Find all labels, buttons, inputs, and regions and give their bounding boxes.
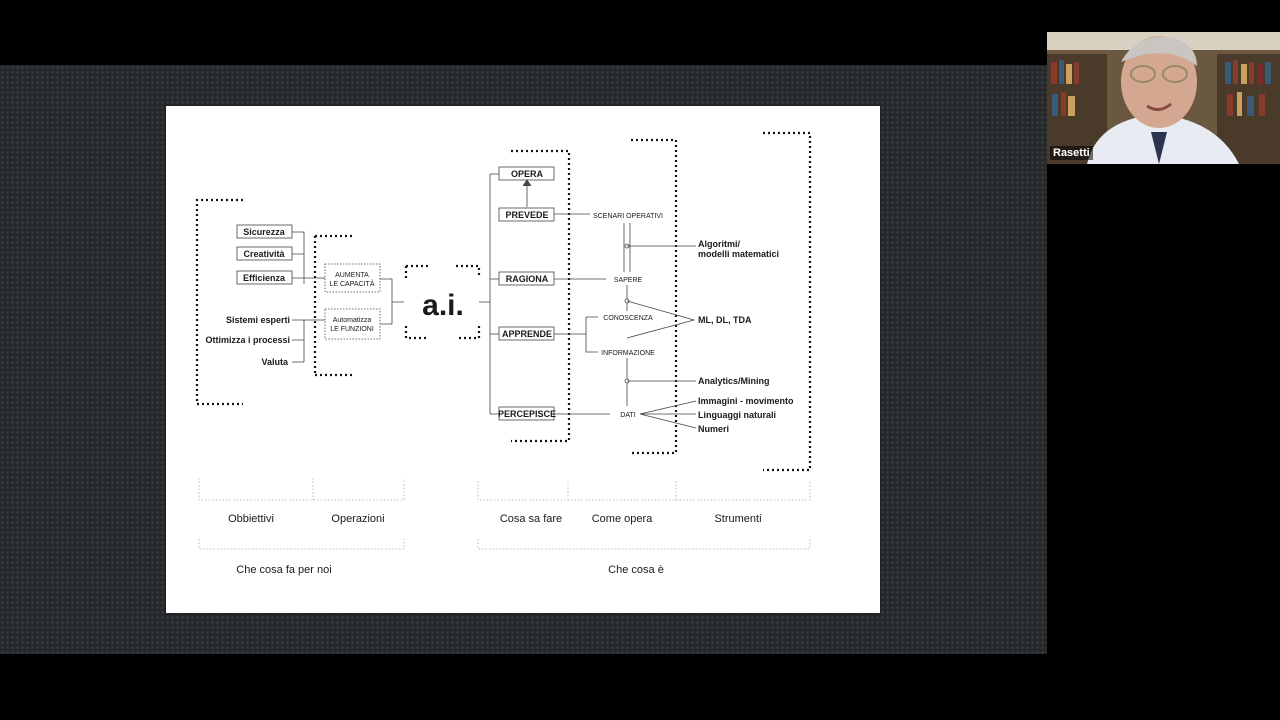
operation-label: Ottimizza i processi xyxy=(205,335,290,345)
capability-label: OPERA xyxy=(511,169,544,179)
process-label: DATI xyxy=(620,412,635,419)
tool-label: ML, DL, TDA xyxy=(698,315,752,325)
column-label: Operazioni xyxy=(331,513,384,525)
column-label: Come opera xyxy=(592,513,653,525)
operation-label: Sistemi esperti xyxy=(226,315,290,325)
capability-label: RAGIONA xyxy=(506,274,549,284)
automate-box-line1: Automatizza xyxy=(333,317,372,324)
augment-box-line2: LE CAPACITÀ xyxy=(330,279,375,288)
process-label: CONOSCENZA xyxy=(603,315,653,322)
tool-label: modelli matematici xyxy=(698,249,779,259)
capability-label: APPRENDE xyxy=(502,329,552,339)
ai-diagram: Sicurezza Creatività Efficienza Sistemi … xyxy=(195,131,812,576)
goal-label: Sicurezza xyxy=(243,227,286,237)
ai-logo: a.i. xyxy=(422,289,464,322)
presentation-slide: Sicurezza Creatività Efficienza Sistemi … xyxy=(166,106,880,613)
tool-label: Immagini - movimento xyxy=(698,396,794,406)
tool-label: Algoritmi/ xyxy=(698,239,740,249)
tool-label: Analytics/Mining xyxy=(698,376,770,386)
column-label: Obbiettivi xyxy=(228,513,274,525)
column-label: Strumenti xyxy=(714,513,761,525)
group-label: Che cosa è xyxy=(608,564,664,576)
participant-video-tile[interactable]: Rasetti xyxy=(1047,32,1280,164)
process-label: INFORMAZIONE xyxy=(601,350,655,357)
column-label: Cosa sa fare xyxy=(500,513,562,525)
process-label: SAPERE xyxy=(614,277,643,284)
capability-label: PERCEPISCE xyxy=(498,409,556,419)
goal-label: Creatività xyxy=(243,249,285,259)
automate-box-line2: LE FUNZIONI xyxy=(330,326,374,333)
operation-label: Valuta xyxy=(261,357,289,367)
process-label: SCENARI OPERATIVI xyxy=(593,213,663,220)
augment-box-line1: AUMENTA xyxy=(335,272,369,279)
capability-label: PREVEDE xyxy=(505,210,548,220)
participant-video-frame xyxy=(1047,32,1280,164)
participant-name: Rasetti xyxy=(1050,146,1093,160)
tool-label: Linguaggi naturali xyxy=(698,410,776,420)
tool-label: Numeri xyxy=(698,424,729,434)
group-label: Che cosa fa per noi xyxy=(236,564,331,576)
goal-label: Efficienza xyxy=(243,273,286,283)
